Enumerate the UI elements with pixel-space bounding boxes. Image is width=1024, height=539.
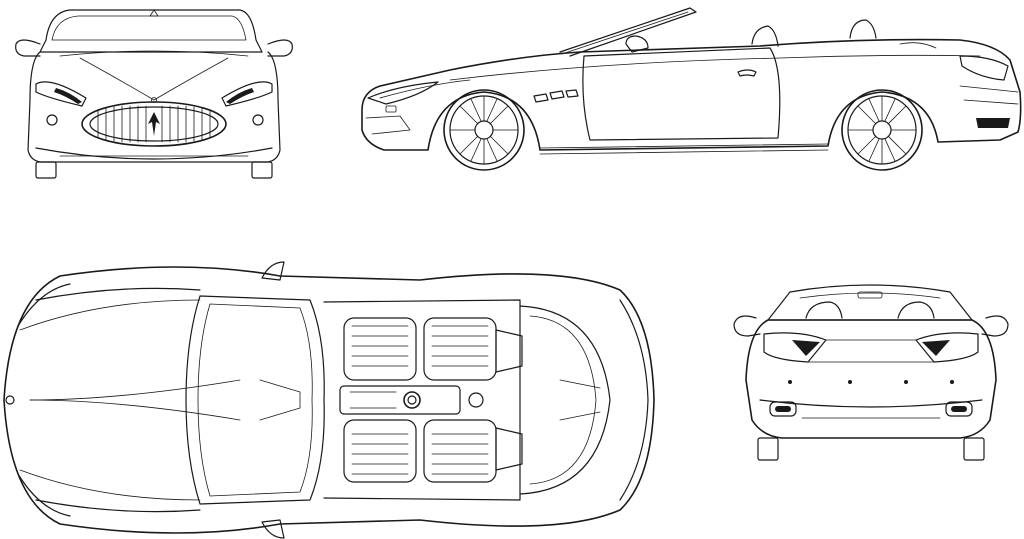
rear-right-taillight <box>915 332 979 363</box>
rear-right-tyre <box>963 437 985 461</box>
front-left-seat <box>343 317 417 381</box>
top-left-mirror <box>261 261 285 281</box>
door-handle <box>737 69 757 77</box>
rear-wheel-side <box>841 89 923 171</box>
left-headlight <box>35 81 87 107</box>
front-left-tyre <box>35 161 57 179</box>
side-taillight <box>959 55 1009 81</box>
left-fog-light <box>46 114 58 126</box>
right-fog-light <box>252 114 264 126</box>
front-grille <box>81 97 227 147</box>
side-mirror <box>625 35 649 53</box>
rear-deck <box>519 305 611 495</box>
right-exhaust <box>945 401 973 417</box>
rear-left-seat <box>423 317 523 381</box>
rear-left-mirror <box>733 315 761 337</box>
top-right-mirror <box>261 519 285 539</box>
rear-left-taillight <box>763 332 827 363</box>
top-windshield <box>185 295 325 505</box>
front-view <box>15 9 293 179</box>
right-headlight <box>221 81 273 107</box>
left-exhaust <box>769 401 797 417</box>
center-console <box>339 385 484 415</box>
front-right-tyre <box>251 161 273 179</box>
rear-right-mirror <box>981 315 1009 337</box>
rear-view <box>733 284 1009 461</box>
side-headlight <box>367 81 439 105</box>
side-view <box>361 7 1022 171</box>
rear-left-tyre <box>757 437 779 461</box>
fender-vents <box>533 89 579 103</box>
right-mirror <box>267 39 293 57</box>
front-wheel-side <box>443 89 525 171</box>
door-outline <box>582 47 781 141</box>
rear-right-seat <box>423 419 523 483</box>
left-mirror <box>15 39 41 57</box>
top-view <box>3 261 655 539</box>
front-right-seat <box>343 419 417 483</box>
